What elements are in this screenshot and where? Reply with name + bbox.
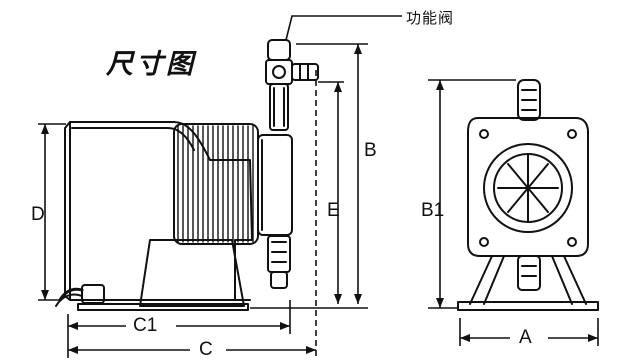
- function-valve-label: 功能阀: [406, 9, 455, 27]
- dimension-lines: [38, 15, 599, 358]
- pump-base: [139, 239, 245, 307]
- pump-front-view: [457, 79, 599, 311]
- front-base-plate: [457, 301, 599, 311]
- page-title: 尺寸图: [106, 49, 196, 80]
- cable-gland: [81, 284, 105, 304]
- housing-front: [64, 121, 71, 301]
- dim-label-b1: B1: [421, 200, 445, 221]
- front-legs: [469, 255, 587, 305]
- front-bottom-valve: [517, 255, 541, 291]
- front-housing: [467, 117, 589, 257]
- dim-label-c: C: [199, 339, 213, 360]
- dim-label-c1: C1: [133, 315, 158, 336]
- dim-label-e: E: [327, 200, 340, 221]
- dim-label-b: B: [364, 140, 377, 161]
- function-valve: [291, 63, 319, 81]
- motor-housing: [69, 121, 253, 301]
- diaphragm-ring: [483, 143, 573, 233]
- dimension-arrows: [41, 44, 598, 354]
- dim-label-d: D: [31, 204, 45, 225]
- pump-head: [257, 134, 293, 236]
- front-top-valve: [517, 79, 541, 121]
- discharge-valve: [267, 39, 291, 61]
- cooling-fins: [177, 125, 254, 243]
- valve-callout-leader: [285, 15, 402, 41]
- pump-side-view: [55, 39, 319, 311]
- dim-label-a: A: [519, 327, 532, 348]
